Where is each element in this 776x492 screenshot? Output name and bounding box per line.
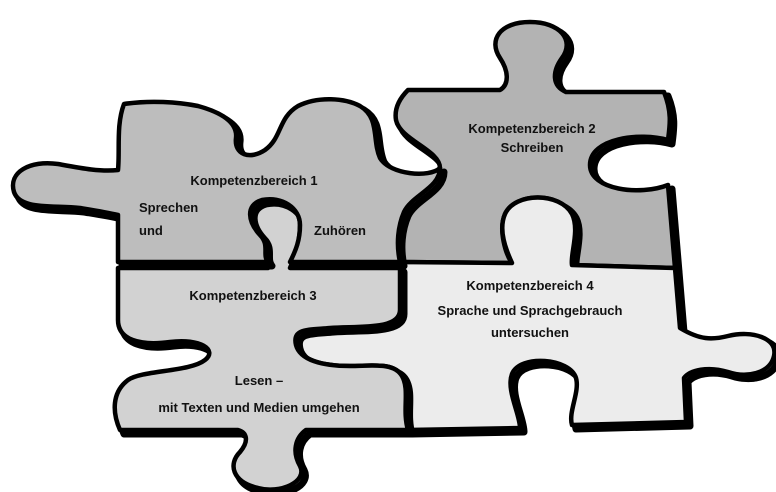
k1-left-line2: und	[139, 223, 163, 238]
k3-line1: Lesen –	[235, 373, 283, 388]
k1-right-text: Zuhören	[314, 223, 366, 238]
k3-line2: mit Texten und Medien umgehen	[158, 400, 359, 415]
k3-title: Kompetenzbereich 3	[189, 288, 316, 303]
k2-subtitle: Schreiben	[501, 140, 564, 155]
k4-title: Kompetenzbereich 4	[466, 278, 594, 293]
puzzle-piece-1-shape	[10, 97, 443, 265]
k4-line2: untersuchen	[491, 325, 569, 340]
k2-title: Kompetenzbereich 2	[468, 121, 595, 136]
puzzle-piece-1	[10, 97, 448, 270]
k1-title: Kompetenzbereich 1	[190, 173, 317, 188]
k4-line1: Sprache und Sprachgebrauch	[438, 303, 623, 318]
k1-left-line1: Sprechen	[139, 200, 198, 215]
